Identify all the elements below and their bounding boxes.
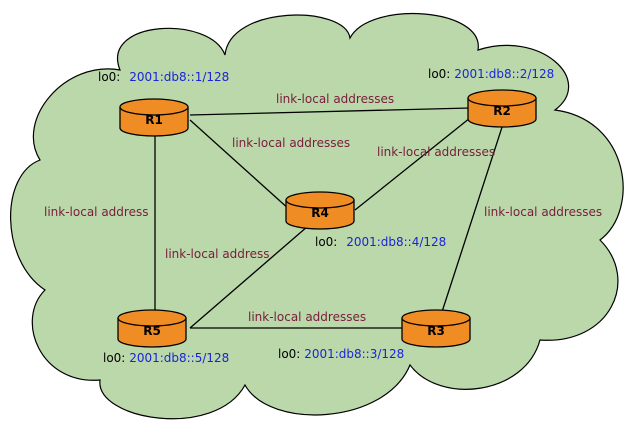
lo-r1: lo0: 2001:db8::1/128 — [98, 70, 229, 84]
lo-r5: lo0: 2001:db8::5/128 — [103, 351, 229, 365]
router-r2-name: R2 — [493, 104, 511, 118]
link-r2-r4 — [354, 117, 471, 211]
router-r1: R1 — [119, 98, 189, 137]
lo-r4-key: lo0: — [315, 235, 337, 249]
lo-r2-key: lo0: — [428, 67, 450, 81]
lo-r4-addr: 2001:db8::4/128 — [346, 235, 446, 249]
lo-r1-addr: 2001:db8::1/128 — [129, 70, 229, 84]
link-r4-r5 — [189, 219, 316, 329]
lo-r5-addr: 2001:db8::5/128 — [129, 351, 229, 365]
lo-r3-addr: 2001:db8::3/128 — [304, 347, 404, 361]
lo-r5-key: lo0: — [103, 351, 125, 365]
link-r1-r4 — [189, 119, 291, 211]
router-r4-name: R4 — [311, 206, 329, 220]
router-r3-name: R3 — [427, 324, 445, 338]
lo-r2: lo0: 2001:db8::2/128 — [428, 67, 554, 81]
link-r2-r3 — [439, 117, 506, 319]
link-label-r2-r4: link-local addresses — [377, 145, 495, 159]
router-r4: R4 — [285, 191, 355, 230]
link-label-r2-r3: link-local addresses — [484, 205, 602, 219]
link-label-r4-r5: link-local address — [165, 247, 269, 261]
lo-r3: lo0: 2001:db8::3/128 — [278, 347, 404, 361]
lo-r4: lo0: 2001:db8::4/128 — [315, 235, 446, 249]
link-label-r1-r2: link-local addresses — [276, 92, 394, 106]
links — [154, 107, 506, 329]
lo-r2-addr: 2001:db8::2/128 — [454, 67, 554, 81]
link-label-r5-r3: link-local addresses — [248, 310, 366, 324]
router-r2: R2 — [467, 89, 537, 128]
link-r1-r2 — [189, 107, 471, 116]
router-r5-name: R5 — [143, 324, 161, 338]
router-r1-name: R1 — [145, 113, 163, 127]
link-label-r1-r4: link-local addresses — [232, 136, 350, 150]
link-label-r1-r5: link-local address — [44, 205, 148, 219]
lo-r1-key: lo0: — [98, 70, 120, 84]
router-r3: R3 — [401, 309, 471, 348]
lo-r3-key: lo0: — [278, 347, 300, 361]
router-r5: R5 — [117, 309, 187, 348]
